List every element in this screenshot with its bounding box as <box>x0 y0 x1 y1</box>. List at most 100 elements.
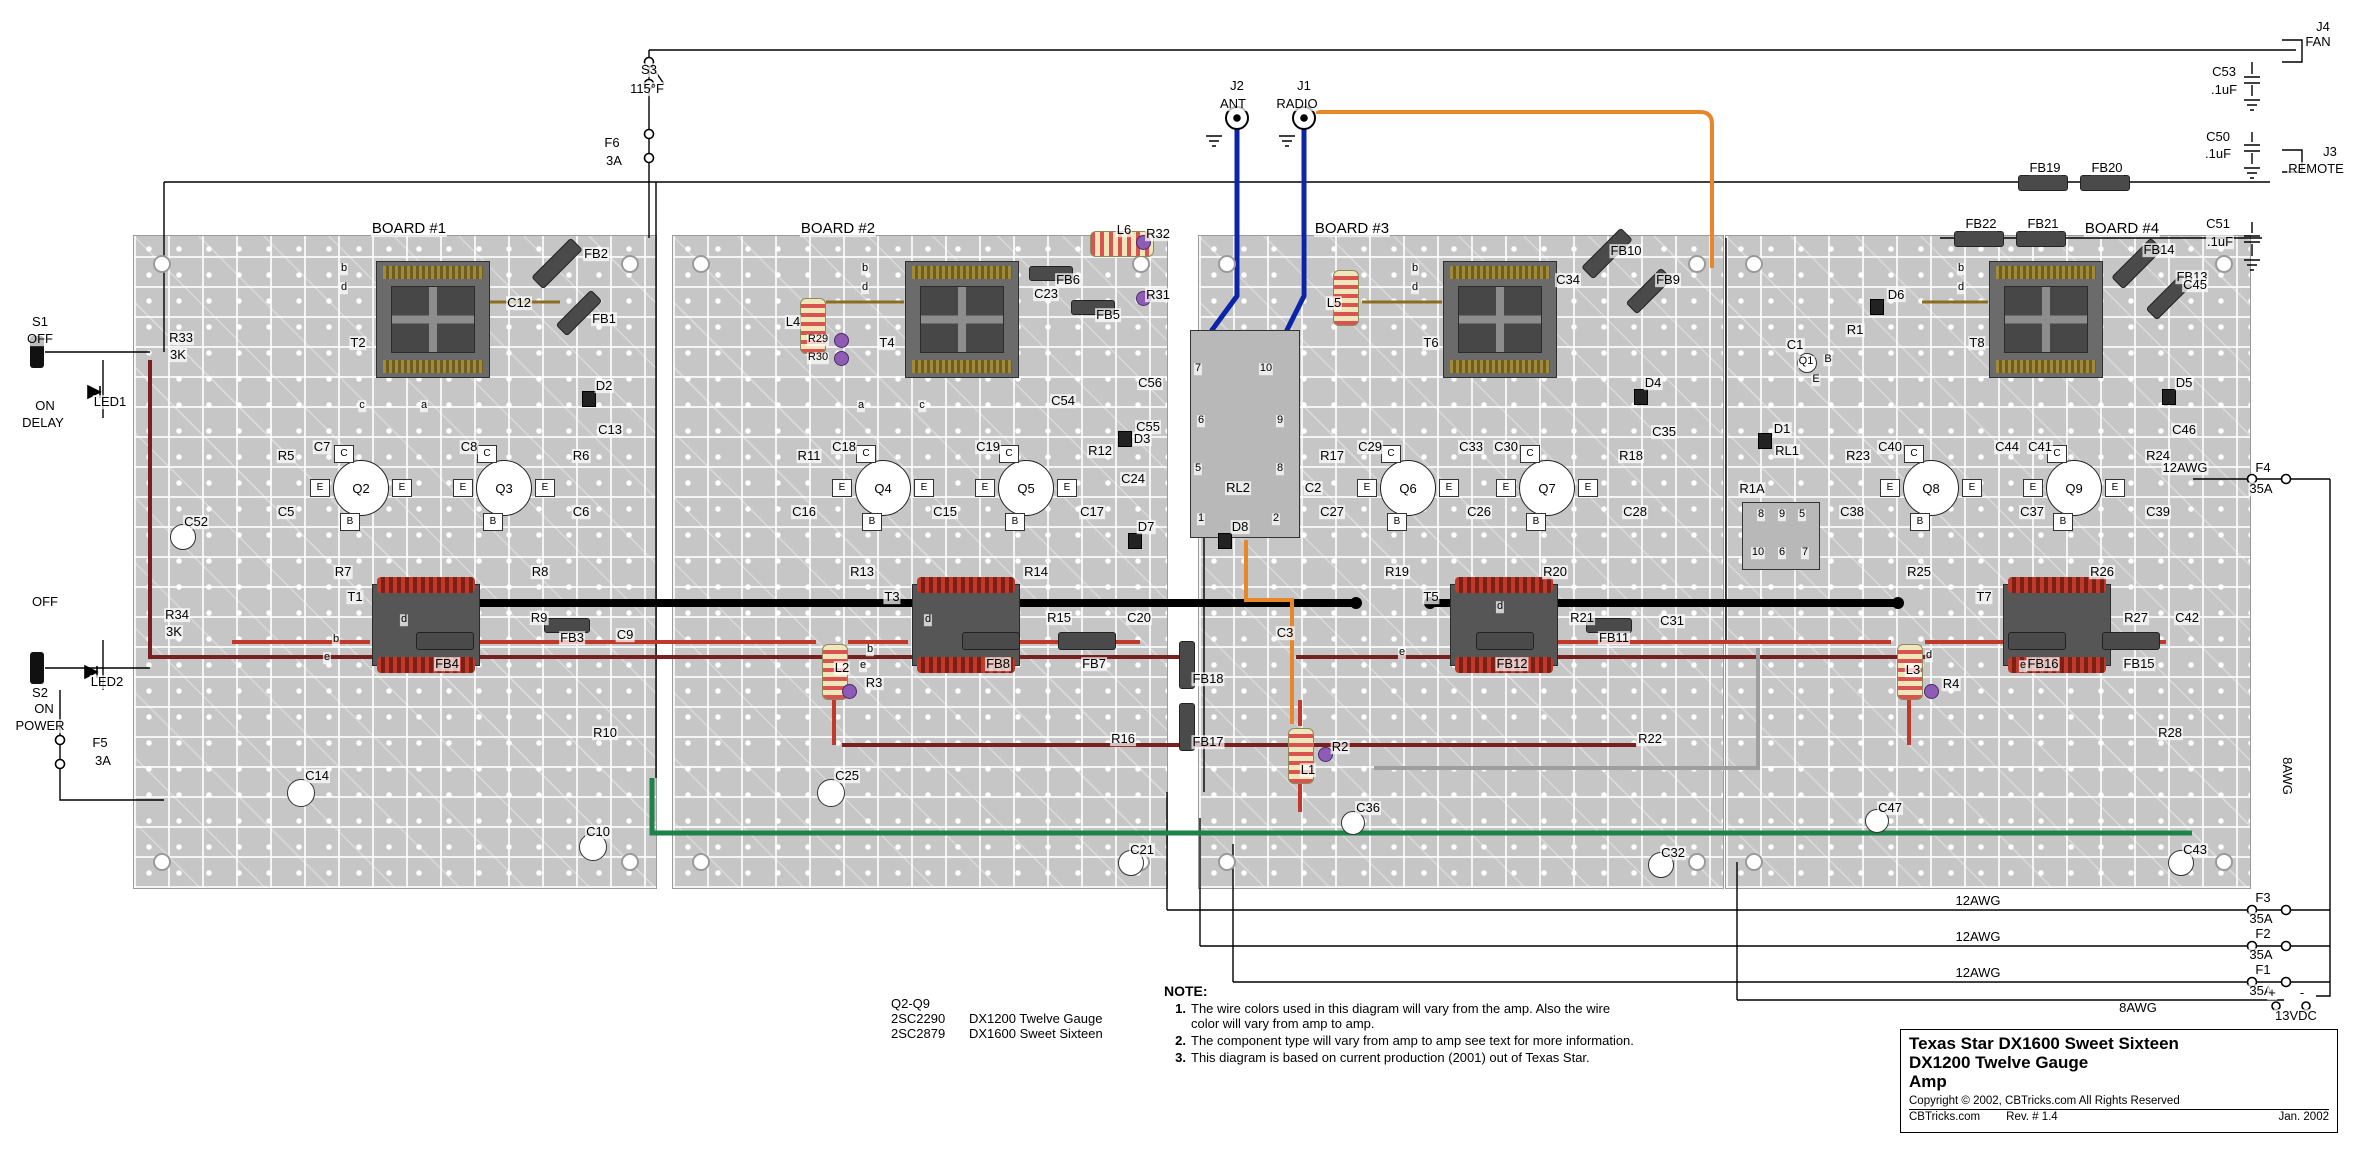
label-f3: F3 <box>2254 890 2272 906</box>
legend-part: 2SC2290 <box>891 1011 946 1026</box>
label-s2: S2 <box>31 685 49 701</box>
notes-block: NOTE: 1.The wire colors used in this dia… <box>1164 983 1634 1065</box>
label-r4: R4 <box>1941 676 1961 692</box>
label-7: 7 <box>1193 362 1203 375</box>
transistor-pad-B: B <box>483 513 503 531</box>
label-c45: C45 <box>2182 277 2208 293</box>
pcb-board-4 <box>1725 235 2251 889</box>
capacitor-C36 <box>1341 811 1365 835</box>
label-c35: C35 <box>1651 424 1677 440</box>
transistor-pad-E: E <box>1962 479 1982 497</box>
label-t7: T7 <box>1975 589 1993 605</box>
label-r11: R11 <box>796 448 822 464</box>
label-r30: R30 <box>806 351 830 364</box>
label-d3: D3 <box>1132 431 1152 447</box>
label-d1: D1 <box>1772 421 1792 437</box>
label-d: d <box>339 281 349 294</box>
transistor-pad-C: C <box>1381 445 1401 463</box>
label-fb9: FB9 <box>1655 272 1681 288</box>
title-line-1: Texas Star DX1600 Sweet Sixteen <box>1909 1034 2179 1053</box>
label-fb21: FB21 <box>2026 216 2060 232</box>
label-.1uf: .1uF <box>2209 82 2239 98</box>
mounting-hole <box>153 255 171 273</box>
label-rl2: RL2 <box>1225 480 1251 496</box>
label-r32: R32 <box>1145 226 1171 242</box>
pcb-board-2 <box>672 235 1168 889</box>
note-item: 3.This diagram is based on current produ… <box>1164 1050 1634 1065</box>
label-r19: R19 <box>1384 564 1410 580</box>
label-r31: R31 <box>1145 287 1171 303</box>
label-t8: T8 <box>1968 335 1986 351</box>
label-c29: C29 <box>1357 439 1383 455</box>
label-10: 10 <box>1750 546 1766 559</box>
label-c44: C44 <box>1994 439 2020 455</box>
label-c14: C14 <box>304 768 330 784</box>
legend-part: Q2-Q9 <box>891 996 931 1011</box>
label-.1uf: .1uF <box>2205 234 2235 250</box>
transistor-pad-E: E <box>914 479 934 497</box>
label-c47: C47 <box>1877 800 1903 816</box>
label-2: 2 <box>1271 512 1281 525</box>
label-12awg: 12AWG <box>1954 929 2002 945</box>
label-t1: T1 <box>346 589 364 605</box>
transistor-pad-B: B <box>1005 513 1025 531</box>
label-13vdc: 13VDC <box>2274 1008 2318 1024</box>
label-c8: C8 <box>459 439 479 455</box>
label-s3: S3 <box>640 62 658 78</box>
note-item: 1.The wire colors used in this diagram w… <box>1164 1001 1634 1031</box>
signal-wires <box>45 39 2331 1001</box>
mounting-hole <box>1218 255 1236 273</box>
label-r3: R3 <box>864 675 884 691</box>
diode-D6 <box>1870 299 1884 315</box>
copyright-line: Copyright © 2002, CBTricks.com All Right… <box>1909 1095 2180 1108</box>
transistor-body-Q4: Q4 <box>855 460 911 516</box>
ferrite-bead-FB8 <box>962 632 1020 650</box>
date: Jan. 2002 <box>2278 1111 2329 1124</box>
label-j2: J2 <box>1229 78 1245 94</box>
notes-list: 1.The wire colors used in this diagram w… <box>1164 1001 1634 1065</box>
transistor-body-Q9: Q9 <box>2046 460 2102 516</box>
label-fb11: FB11 <box>1597 630 1631 646</box>
label-e: E <box>1811 373 1821 386</box>
label-c: c <box>358 399 366 412</box>
label-r10: R10 <box>592 725 618 741</box>
label-8awg: 8AWG <box>2279 756 2295 796</box>
label-12awg: 12AWG <box>1954 965 2002 981</box>
label-6: 6 <box>1196 414 1206 427</box>
diode-D8 <box>1218 533 1232 549</box>
transformer-T4 <box>905 261 1019 378</box>
transistor-pad-E: E <box>392 479 412 497</box>
transistor-pad-C: C <box>856 445 876 463</box>
mounting-hole <box>1745 255 1763 273</box>
transformer-T6 <box>1443 261 1557 378</box>
green-ground-wire <box>649 778 2192 836</box>
title-line-3: Amp <box>1909 1072 1947 1092</box>
transistor-pad-E: E <box>2105 479 2125 497</box>
transistor-pad-E: E <box>1496 479 1516 497</box>
label-e: e <box>322 651 332 664</box>
label-on: ON <box>34 398 56 414</box>
transistor-pad-E: E <box>2023 479 2043 497</box>
capacitor-C14 <box>287 779 315 807</box>
label-fb17: FB17 <box>1191 734 1225 750</box>
label-c: c <box>918 399 926 412</box>
transistor-pad-E: E <box>535 479 555 497</box>
capacitor-C25 <box>817 779 845 807</box>
label-8: 8 <box>1756 508 1766 521</box>
maroon-supply-wires <box>148 360 1930 747</box>
label-8: 8 <box>1275 462 1285 475</box>
label-c20: C20 <box>1126 610 1152 626</box>
ferrite-bead-FB7 <box>1058 632 1116 650</box>
transformer-T5 <box>1450 577 1558 673</box>
label-35a: 35A <box>2248 911 2274 927</box>
label-c39: C39 <box>2145 504 2171 520</box>
mounting-hole <box>621 255 639 273</box>
label-7: 7 <box>1800 546 1810 559</box>
label-fb12: FB12 <box>1495 656 1529 672</box>
ferrite-bead-FB21 <box>2016 231 2066 247</box>
label-r20: R20 <box>1542 564 1568 580</box>
label-c3: C3 <box>1275 625 1295 641</box>
